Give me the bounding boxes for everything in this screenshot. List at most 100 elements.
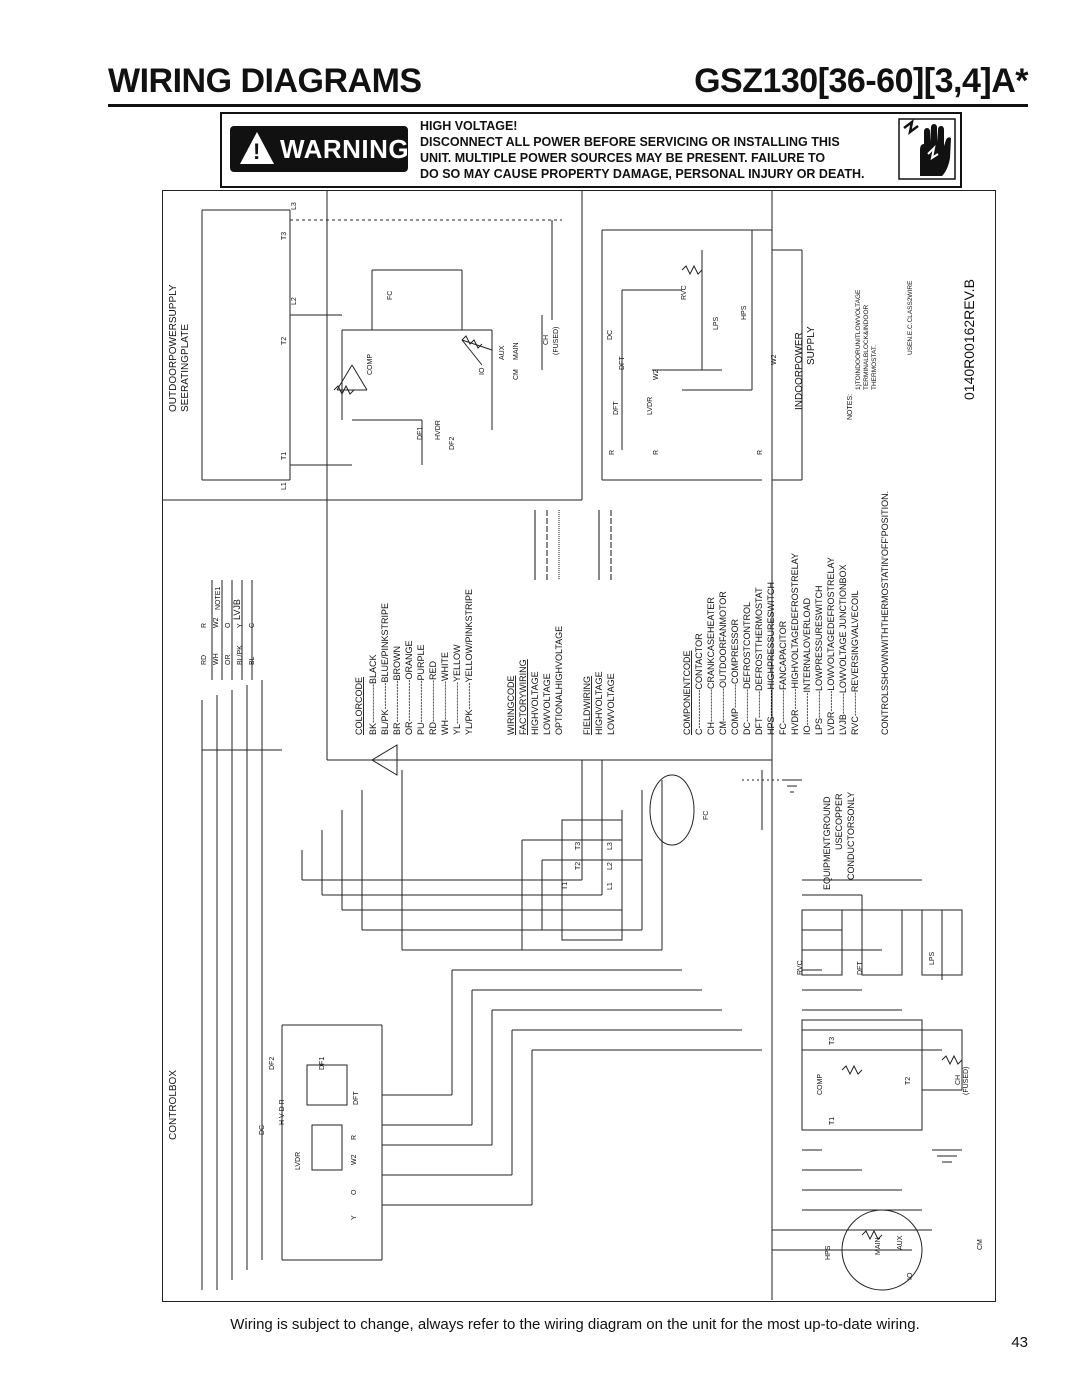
color-code-title: COLORCODE: [354, 677, 364, 735]
page-number: 43: [1011, 1334, 1028, 1351]
label-df2: DF2: [449, 437, 456, 450]
label-hvdr-letters: H V D R: [279, 1099, 286, 1125]
rvc-coil: [681, 264, 703, 276]
label-hvdr: HVDR: [435, 420, 442, 440]
label-ch: CH: [955, 1075, 962, 1085]
label-hps: HPS: [825, 1245, 832, 1260]
indoor-power-label: INDOORPOWER: [794, 332, 805, 410]
warning-triangle-icon: [240, 132, 274, 164]
lvjb-wire-label: RD: [201, 655, 208, 665]
component-code-item: LVJB-------LOWVOLTAGE JUNCTIONBOX: [838, 564, 848, 735]
label-lvdr: LVDR: [295, 1152, 302, 1170]
control-box-label: CONTROLBOX: [168, 1070, 179, 1140]
lvjb-term-label: R: [201, 623, 208, 628]
label-lps: LPS: [713, 316, 720, 330]
label-w2: W2: [653, 369, 660, 380]
label-df1: DF1: [417, 427, 424, 440]
label-t3: T3: [281, 232, 288, 240]
label-comp: COMP: [367, 354, 374, 375]
component-code-title: COMPONENTCODE: [682, 650, 692, 735]
label-o: O: [351, 1189, 358, 1195]
component-code-item: DFT---------DEFROSTTHERMOSTAT: [754, 587, 764, 735]
notes-class2: USEN.E.C.CLASS2WIRE: [907, 280, 914, 355]
color-code-item: PU--------------PURPLE: [416, 645, 426, 735]
controls-note: CONTROLSSHOWNWITHTHERMOSTATIN'OFF'POSITI…: [880, 491, 890, 735]
label-t1: T1: [829, 1117, 836, 1125]
color-code-item: WH-------------WHITE: [440, 652, 450, 735]
wiring-code-title: WIRINGCODE: [506, 676, 516, 736]
label-aux: AUX: [897, 1235, 904, 1250]
field-wiring-item: HIGHVOLTAGE: [594, 671, 604, 735]
indoor-power-label: SUPPLY: [806, 326, 817, 365]
lvjb-term-label: C: [249, 623, 256, 628]
label-comp: COMP: [817, 1074, 824, 1095]
component-code-item: COMP--------COMPRESSOR: [730, 619, 740, 735]
component-code-item: LVDR-------LOWVOLTAGEDEFROSTRELAY: [826, 557, 836, 735]
label-t3: T3: [829, 1037, 836, 1045]
note1-label: NOTE1: [215, 587, 222, 610]
warning-box: ! WARNING HIGH VOLTAGE! DISCONNECT ALL P…: [220, 112, 962, 188]
label-r: R: [757, 450, 764, 455]
label-fused: (FUSED): [553, 327, 560, 355]
label-l3: L3: [291, 202, 298, 210]
label-fc: FC: [387, 291, 394, 300]
warning-word: WARNING: [280, 134, 410, 164]
label-w2: W2: [351, 1154, 358, 1165]
label-rvc: RVC: [797, 960, 804, 975]
label-cm: CM: [977, 1239, 984, 1250]
lvjb-label: LVJB: [232, 599, 242, 620]
label-dc: DC: [607, 330, 614, 340]
title-rule: [108, 104, 1028, 107]
footer-note: Wiring is subject to change, always refe…: [230, 1316, 920, 1333]
compressor-winding: [333, 384, 355, 396]
color-code-item: YL/PK---------YELLOW/PINKSTRIPE: [464, 589, 474, 735]
notes-item: TERMINALBLOCK&INDOOR: [863, 304, 870, 390]
color-code-item: BK-------------BLACK: [368, 655, 378, 735]
warning-text: HIGH VOLTAGE! DISCONNECT ALL POWER BEFOR…: [420, 118, 940, 182]
color-code-item: OR--------------ORANGE: [404, 641, 414, 735]
warning-line: HIGH VOLTAGE!: [420, 119, 518, 133]
label-r: R: [653, 450, 660, 455]
label-t1: T1: [562, 882, 569, 890]
component-code-item: RVC--------REVERSINGVALVECOIL: [850, 590, 860, 735]
color-code-item: YL--------------YELLOW: [452, 644, 462, 735]
label-t3: T3: [575, 842, 582, 850]
outdoor-supply-label: SEERATINGPLATE: [180, 324, 191, 412]
lvjb-term-label: O: [225, 622, 232, 628]
label-r: R: [351, 1135, 358, 1140]
notes-item: THERMOSTAT.: [871, 345, 878, 390]
color-code-item: BL/PK---------BLUE/PINKSTRIPE: [380, 603, 390, 735]
label-dc: DC: [259, 1125, 266, 1135]
label-r: R: [609, 450, 616, 455]
component-code-item: CM-----------OUTDOORFANMOTOR: [718, 591, 728, 735]
warning-line: UNIT. MULTIPLE POWER SOURCES MAY BE PRES…: [420, 151, 826, 165]
factory-wiring-item: LOWVOLTAGE: [542, 673, 552, 735]
label-fused: (FUSED): [963, 1067, 970, 1095]
component-code-item: LPS---------LOWPRESSURESWITCH: [814, 586, 824, 736]
factory-wiring-item: HIGHVOLTAGE: [530, 671, 540, 735]
label-l2: L2: [607, 862, 614, 870]
label-dft: DFT: [353, 1091, 360, 1105]
lvjb-wire-label: BL/PK: [237, 645, 244, 665]
component-code-item: HPS---------HIGHPRESSURESWITCH: [766, 582, 776, 735]
label-l1: L1: [281, 482, 288, 490]
factory-wiring-item: OPTIONALHIGHVOLTAGE: [554, 626, 564, 735]
model-number: GSZ130[36-60][3,4]A*: [694, 62, 1028, 100]
label-dft: DFT: [619, 356, 626, 370]
factory-wiring-title: FACTORYWIRING: [518, 659, 528, 735]
compressor-winding: [461, 335, 483, 349]
ground-note: EQUIPMENTGROUND: [822, 796, 832, 890]
warning-line: DISCONNECT ALL POWER BEFORE SERVICING OR…: [420, 135, 840, 149]
lvjb-wire-label: BL: [249, 656, 256, 665]
outdoor-supply-label: OUTDOORPOWERSUPPLY: [168, 284, 179, 412]
label-hps: HPS: [741, 305, 748, 320]
component-code-item: IO-----------INTERNALOVERLOAD: [802, 598, 812, 735]
notes-title: NOTES:: [847, 394, 854, 420]
label-dft: DFT: [857, 961, 864, 975]
label-io: IO: [479, 367, 486, 375]
label-l3: L3: [607, 842, 614, 850]
field-wiring-item: LOWVOLTAGE: [606, 673, 616, 735]
label-y: Y: [351, 1215, 358, 1220]
label-l2: L2: [291, 297, 298, 305]
component-code-item: C-------------CONTACTOR: [694, 633, 704, 735]
